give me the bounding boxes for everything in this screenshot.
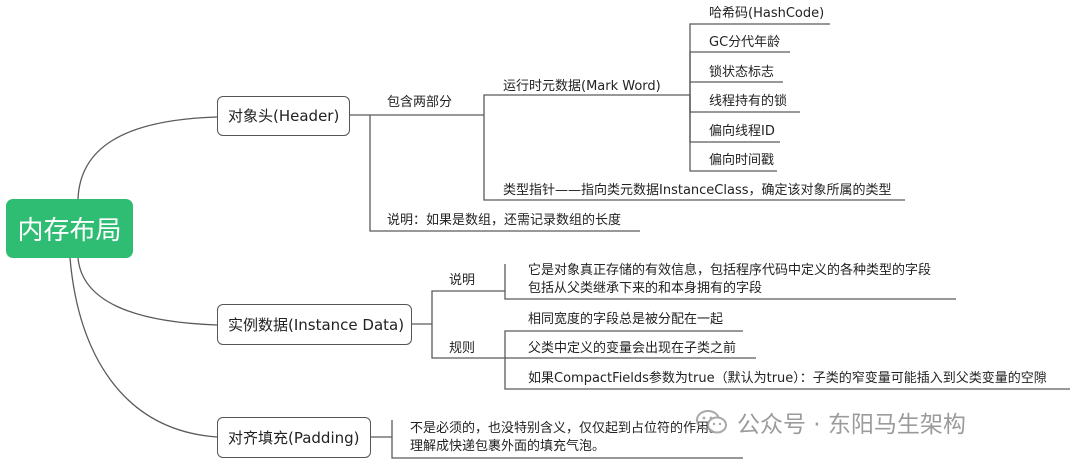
wechat-icon <box>696 410 727 434</box>
type-pointer-text: 类型指针——指向类元数据InstanceClass，确定该对象所属的类型 <box>503 183 892 198</box>
instance-desc-line: 它是对象真正存储的有效信息，包括程序代码中定义的各种类型的字段 <box>528 263 932 278</box>
header-node: 对象头(Header) <box>217 96 350 136</box>
instance-data-label: 实例数据(Instance Data) <box>228 315 405 334</box>
padding-line: 理解成快递包裹外面的填充气泡。 <box>410 439 606 454</box>
watermark: 公众号 · 东阳马生架构 <box>695 405 966 439</box>
instance-desc-label: 说明 <box>449 273 476 288</box>
padding-node: 对齐填充(Padding) <box>217 417 371 458</box>
padding-label: 对齐填充(Padding) <box>228 428 360 447</box>
root-label: 内存布局 <box>17 216 122 246</box>
instance-rule: 如果CompactFields参数为true（默认为true）：子类的窄变量可能… <box>528 371 1047 386</box>
mark-word-item: 线程持有的锁 <box>709 94 788 109</box>
root-node: 内存布局 <box>6 199 133 258</box>
padding-line: 不是必须的，也没特别含义，仅仅起到占位符的作用。 <box>410 421 723 436</box>
mark-word-item: 哈希码(HashCode) <box>709 6 825 21</box>
watermark-text: 公众号 · 东阳马生架构 <box>737 412 966 438</box>
instance-data-node: 实例数据(Instance Data) <box>217 304 412 345</box>
instance-desc-line: 包括从父类继承下来的和本身拥有的字段 <box>528 281 763 296</box>
instance-rules-label: 规则 <box>449 341 476 356</box>
mark-word-item: 偏向线程ID <box>709 124 775 139</box>
header-contains-label: 包含两部分 <box>387 95 453 110</box>
instance-rule: 相同宽度的字段总是被分配在一起 <box>528 312 724 327</box>
instance-rule: 父类中定义的变量会出现在子类之前 <box>528 341 737 356</box>
mark-word-item: 偏向时间戳 <box>709 153 775 168</box>
mark-word-item: 锁状态标志 <box>709 65 775 80</box>
header-array-note: 说明：如果是数组，还需记录数组的长度 <box>387 213 622 228</box>
mark-word-item: GC分代年龄 <box>709 35 781 50</box>
header-label: 对象头(Header) <box>228 107 340 125</box>
mark-word-label: 运行时元数据(Mark Word) <box>503 79 661 94</box>
